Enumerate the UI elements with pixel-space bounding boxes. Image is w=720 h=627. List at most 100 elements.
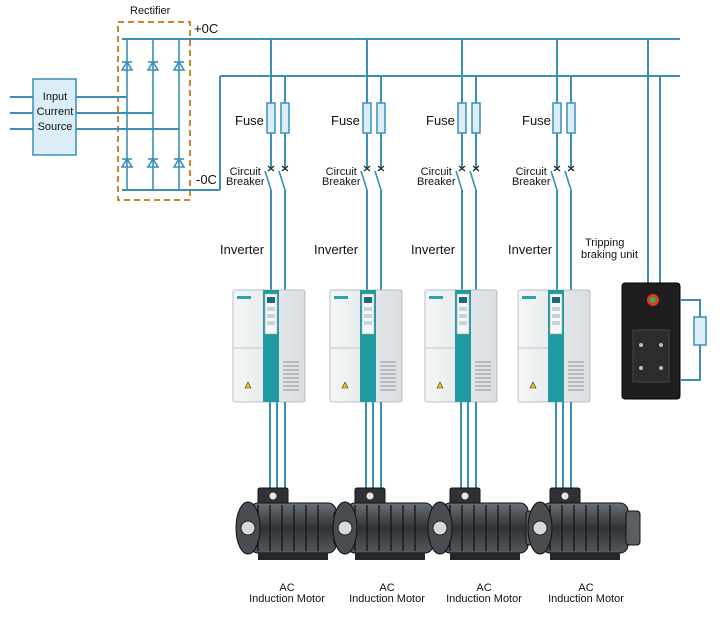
inverter-4-logo <box>522 296 536 299</box>
breaker-switch-2-2 <box>374 170 382 191</box>
inverter-2-display <box>364 297 372 303</box>
diode-upper-1 <box>120 60 134 71</box>
braking-resistor-wire <box>680 299 701 317</box>
breaker-label-2: Circuit Breaker <box>322 166 361 188</box>
inverter-2-key-3 <box>364 321 372 325</box>
breaker-label-4-line1: Circuit <box>515 166 547 178</box>
braking-panel <box>632 329 670 383</box>
inverter-4-display <box>552 297 560 303</box>
input-source-line3: Source <box>37 121 73 133</box>
diode-upper-2 <box>146 60 160 71</box>
inverter-4-warning-icon <box>529 381 537 389</box>
breaker-label-3: Circuit Breaker <box>417 166 456 188</box>
breaker-gap-2-1 <box>364 168 370 190</box>
fuse-a-4 <box>552 102 562 134</box>
breaker-label-2-line1: Circuit <box>325 166 357 178</box>
inverter-2-logo <box>334 296 348 299</box>
inverter-1-key-3 <box>267 321 275 325</box>
motor-label-1: AC Induction Motor <box>232 583 342 605</box>
motor-4-terminal-icon <box>560 491 570 501</box>
fuse-a-1 <box>266 102 276 134</box>
motor-label-2: AC Induction Motor <box>332 583 442 605</box>
breaker-label-4: Circuit Breaker <box>512 166 551 188</box>
inverter-4-key-2 <box>552 314 560 318</box>
breaker-x-4-2 <box>567 165 575 172</box>
rectifier-box <box>117 21 191 201</box>
motor-1-body <box>249 502 337 554</box>
motor-4-fan-cover <box>625 510 641 546</box>
breaker-label-4-line2: Breaker <box>512 176 551 188</box>
motor-3-shaft-icon <box>432 520 448 536</box>
inverter-label-2: Inverter <box>314 242 359 257</box>
dc-positive-label: +0C <box>194 21 219 36</box>
braking-resistor <box>693 316 707 346</box>
motor-3-terminal-icon <box>460 491 470 501</box>
inverter-label-4: Inverter <box>508 242 553 257</box>
motor-label-2-line1: AC <box>379 582 395 594</box>
breaker-x-1-2 <box>281 165 289 172</box>
breaker-switch-4-2 <box>564 170 572 191</box>
inverter-3-key-1 <box>459 307 467 311</box>
fuse-a-3 <box>457 102 467 134</box>
inverter-3-display <box>459 297 467 303</box>
braking-unit-label: Tripping braking unit <box>581 237 638 261</box>
inverter-3-key-3 <box>459 321 467 325</box>
rectifier-diodes <box>120 60 186 168</box>
inverter-3-warning-icon <box>436 381 444 389</box>
motor-label-4: AC Induction Motor <box>531 583 641 605</box>
fuse-b-1 <box>280 102 290 134</box>
breaker-label-1-line1: Circuit <box>229 166 261 178</box>
inverter-1-warning-icon <box>244 381 252 389</box>
breaker-x-1-1 <box>267 165 275 172</box>
diode-upper-3 <box>172 60 186 71</box>
motor-2-base <box>355 553 425 560</box>
breaker-switch-2-1 <box>360 170 368 191</box>
inverter-2-key-1 <box>364 307 372 311</box>
motor-4-base <box>550 553 620 560</box>
fuse-label-3: Fuse <box>426 113 455 128</box>
breaker-x-3-2 <box>472 165 480 172</box>
fuse-label-4: Fuse <box>522 113 551 128</box>
motor-1-shaft-icon <box>240 520 256 536</box>
motor-label-4-line2: Induction Motor <box>548 593 624 605</box>
breaker-label-3-line2: Breaker <box>417 176 456 188</box>
rectifier-wiring <box>122 38 190 191</box>
input-source-label: Input Current Source <box>33 90 77 135</box>
braking-unit-label-line1: Tripping <box>585 237 625 249</box>
motor-label-2-line2: Induction Motor <box>349 593 425 605</box>
breaker-label-3-line1: Circuit <box>420 166 452 178</box>
breaker-gap-1-1 <box>268 168 274 190</box>
breaker-label-2-line2: Breaker <box>322 176 361 188</box>
inverter-4-key-1 <box>552 307 560 311</box>
braking-unit-label-line2: braking unit <box>581 249 638 261</box>
motor-3-base <box>450 553 520 560</box>
breaker-switch-4-1 <box>550 170 558 191</box>
motor-label-3-line2: Induction Motor <box>446 593 522 605</box>
inverter-1-key-2 <box>267 314 275 318</box>
inverter-label-1: Inverter <box>220 242 265 257</box>
breaker-switch-3-2 <box>469 170 477 191</box>
breaker-gap-3-1 <box>459 168 465 190</box>
inverter-1-key-1 <box>267 307 275 311</box>
fuse-a-2 <box>362 102 372 134</box>
inverter-4-key-3 <box>552 321 560 325</box>
inverter-3-key-2 <box>459 314 467 318</box>
breaker-gap-2-2 <box>378 168 384 190</box>
motor-3-body <box>441 502 529 554</box>
diode-lower-2 <box>146 157 160 168</box>
diode-lower-3 <box>172 157 186 168</box>
fuse-label-1: Fuse <box>235 113 264 128</box>
breaker-gap-3-2 <box>473 168 479 190</box>
motor-label-3: AC Induction Motor <box>429 583 539 605</box>
breaker-label-1-line2: Breaker <box>226 176 265 188</box>
fuse-label-2: Fuse <box>331 113 360 128</box>
inverter-label-3: Inverter <box>411 242 456 257</box>
motor-label-3-line1: AC <box>476 582 492 594</box>
breaker-gap-4-2 <box>568 168 574 190</box>
motor-1-base <box>258 553 328 560</box>
breaker-label-1: Circuit Breaker <box>226 166 265 188</box>
breaker-switch-1-2 <box>278 170 286 191</box>
breaker-gap-1-2 <box>282 168 288 190</box>
inverter-2-warning-icon <box>341 381 349 389</box>
